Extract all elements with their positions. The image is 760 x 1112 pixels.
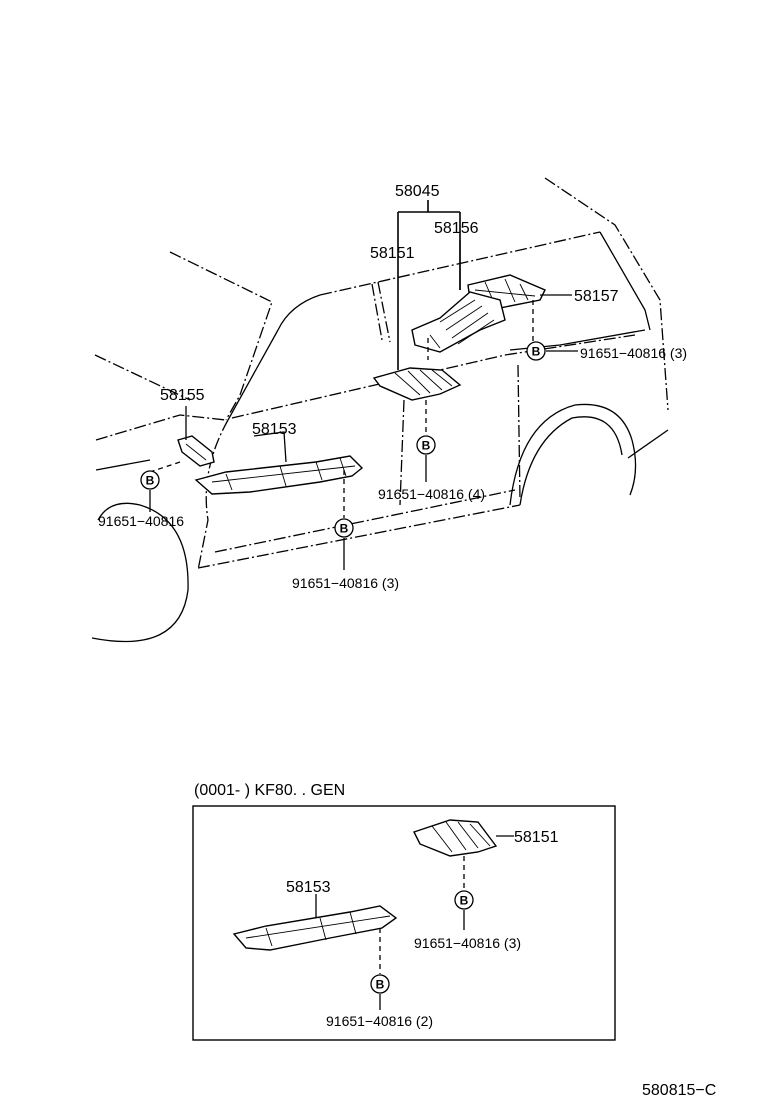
label-bolt-58155: 91651−40816: [98, 513, 184, 529]
rocker-lower: [214, 489, 516, 553]
rear-door-edge: [517, 364, 521, 501]
svg-text:B: B: [460, 894, 469, 908]
inset-label-58153: 58153: [286, 879, 331, 896]
label-bolt-58151: 91651−40816 (4): [378, 486, 485, 502]
windshield-outline: [169, 251, 273, 421]
svg-text:B: B: [376, 978, 385, 992]
bolt-marker-4: B: [140, 470, 160, 490]
svg-text:B: B: [422, 439, 431, 453]
label-58151: 58151: [370, 245, 415, 262]
hood-outline: [94, 354, 191, 401]
inset-label-bolt-58151: 91651−40816 (3): [414, 935, 521, 951]
center-pillar-lower: [399, 399, 405, 506]
label-58156: 58156: [434, 220, 479, 237]
front-fender-line: [95, 459, 151, 471]
rear-window-bottom: [509, 329, 646, 351]
svg-text:B: B: [146, 474, 155, 488]
part-58155-shape: [177, 435, 215, 467]
rear-roof-outline: [544, 177, 669, 411]
inset-frame: [192, 805, 616, 1041]
part-58156-shape: [411, 291, 506, 353]
belt-line: [231, 354, 506, 419]
rocker-upper: [197, 504, 521, 569]
a-pillar-lower: [227, 329, 279, 421]
label-58155: 58155: [160, 387, 205, 404]
inset-part-58151-shape: [413, 819, 498, 857]
figure-id: 580815−C: [642, 1082, 716, 1099]
rear-wheel-arch-inner: [519, 416, 623, 506]
inset-label-58151: 58151: [514, 829, 559, 846]
label-58157: 58157: [574, 288, 619, 305]
label-bolt-58157: 91651−40816 (3): [580, 345, 687, 361]
vehicle-outline: [91, 177, 669, 643]
part-58151-shape: [372, 367, 462, 401]
inset-label-bolt-58153: 91651−40816 (2): [326, 1013, 433, 1029]
label-bolt-58153: 91651−40816 (3): [292, 575, 399, 591]
rear-window: [599, 231, 651, 331]
bolt-marker-2: B: [416, 435, 436, 455]
svg-text:B: B: [532, 345, 541, 359]
a-pillar: [277, 294, 321, 331]
part-58153-shape: [194, 455, 364, 495]
bolt-marker-3: B: [334, 518, 354, 538]
label-58153: 58153: [252, 421, 297, 438]
front-door-edge: [197, 419, 229, 571]
leader-lines: [149, 200, 578, 570]
rear-bumper-line: [627, 429, 669, 459]
inset-part-58153-shape: [232, 905, 398, 951]
bolt-marker-1: B: [526, 341, 546, 361]
inset-bolt-marker-1: B: [454, 890, 474, 910]
svg-text:B: B: [340, 522, 349, 536]
b-pillar-2: [371, 283, 383, 341]
inset-bolt-marker-2: B: [370, 974, 390, 994]
cowl-outline: [95, 414, 227, 441]
label-58045: 58045: [395, 183, 440, 200]
b-pillar: [377, 281, 391, 343]
front-wheel-arch: [91, 502, 189, 643]
inset-title: (0001- ) KF80. . GEN: [194, 782, 345, 799]
rear-wheel-arch-outer: [509, 403, 637, 506]
